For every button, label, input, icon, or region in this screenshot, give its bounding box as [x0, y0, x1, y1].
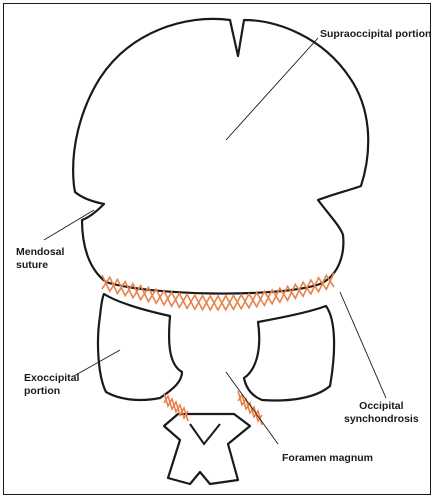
label-mendosal-line1: Mendosal: [16, 246, 64, 259]
label-mendosal-suture: Mendosal suture: [16, 246, 64, 271]
supraoccipital-bone: [73, 19, 368, 294]
basioccipital-bone: [164, 414, 250, 484]
occipital-synchondrosis-hatching: [102, 273, 334, 310]
leader-occipital: [340, 292, 386, 398]
leader-exoccipital: [74, 350, 120, 376]
leader-lines: [44, 38, 386, 444]
label-exoccipital-portion: Exoccipital portion: [24, 372, 79, 397]
exoccipital-bone-left: [98, 294, 182, 400]
leader-foramen: [226, 372, 278, 444]
label-foramen-magnum: Foramen magnum: [282, 452, 373, 465]
label-exoccipital-line2: portion: [24, 385, 79, 398]
exoccipital-basioccipital-hatching: [164, 391, 262, 425]
label-occipital-line1: Occipital: [344, 400, 419, 413]
label-exoccipital-line1: Exoccipital: [24, 372, 79, 385]
leader-supraoccipital: [226, 38, 318, 140]
suture-zigzag: [102, 273, 334, 310]
label-occipital-line2: synchondrosis: [344, 413, 419, 426]
leader-mendosal: [44, 210, 94, 240]
label-mendosal-line2: suture: [16, 259, 64, 272]
basioccipital-notch: [190, 424, 220, 444]
exoccipital-bone-right: [244, 306, 334, 400]
label-occipital-synchondrosis: Occipital synchondrosis: [344, 400, 419, 425]
label-supraoccipital-portion: Supraoccipital portion: [320, 28, 431, 41]
